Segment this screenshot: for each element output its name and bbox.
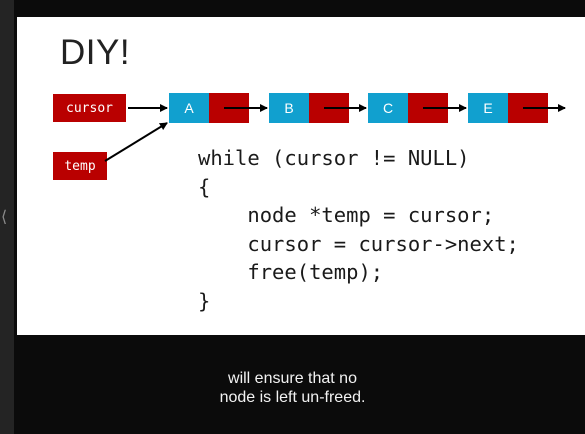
- left-sidebar-strip: ⟨: [0, 0, 14, 434]
- code-line-2: {: [198, 174, 211, 199]
- temp-arrow: [104, 122, 168, 162]
- node-c-value: C: [368, 93, 408, 123]
- code-line-4: cursor = cursor->next;: [198, 231, 519, 256]
- slide-panel: DIY! cursor temp A B C E while (cursor !…: [17, 17, 585, 335]
- caption-line-2: node is left un-freed.: [219, 389, 366, 406]
- node-b-value: B: [269, 93, 309, 123]
- code-line-6: }: [198, 288, 211, 313]
- code-line-5: free(temp);: [198, 260, 384, 284]
- code-line-3: node *temp = cursor;: [198, 203, 495, 227]
- node-a-value: A: [169, 93, 209, 123]
- caption-line-1: will ensure that no: [228, 370, 357, 387]
- code-line-1: while (cursor != NULL): [198, 146, 470, 170]
- cursor-pointer-box: cursor: [53, 94, 126, 122]
- code-block: while (cursor != NULL) { node *temp = cu…: [198, 144, 519, 315]
- node-e-value: E: [468, 93, 508, 123]
- temp-pointer-box: temp: [53, 152, 107, 180]
- pointer-arrows: [104, 104, 566, 162]
- partial-chevron-icon: ⟨: [1, 207, 8, 226]
- slide-title: DIY!: [60, 33, 131, 72]
